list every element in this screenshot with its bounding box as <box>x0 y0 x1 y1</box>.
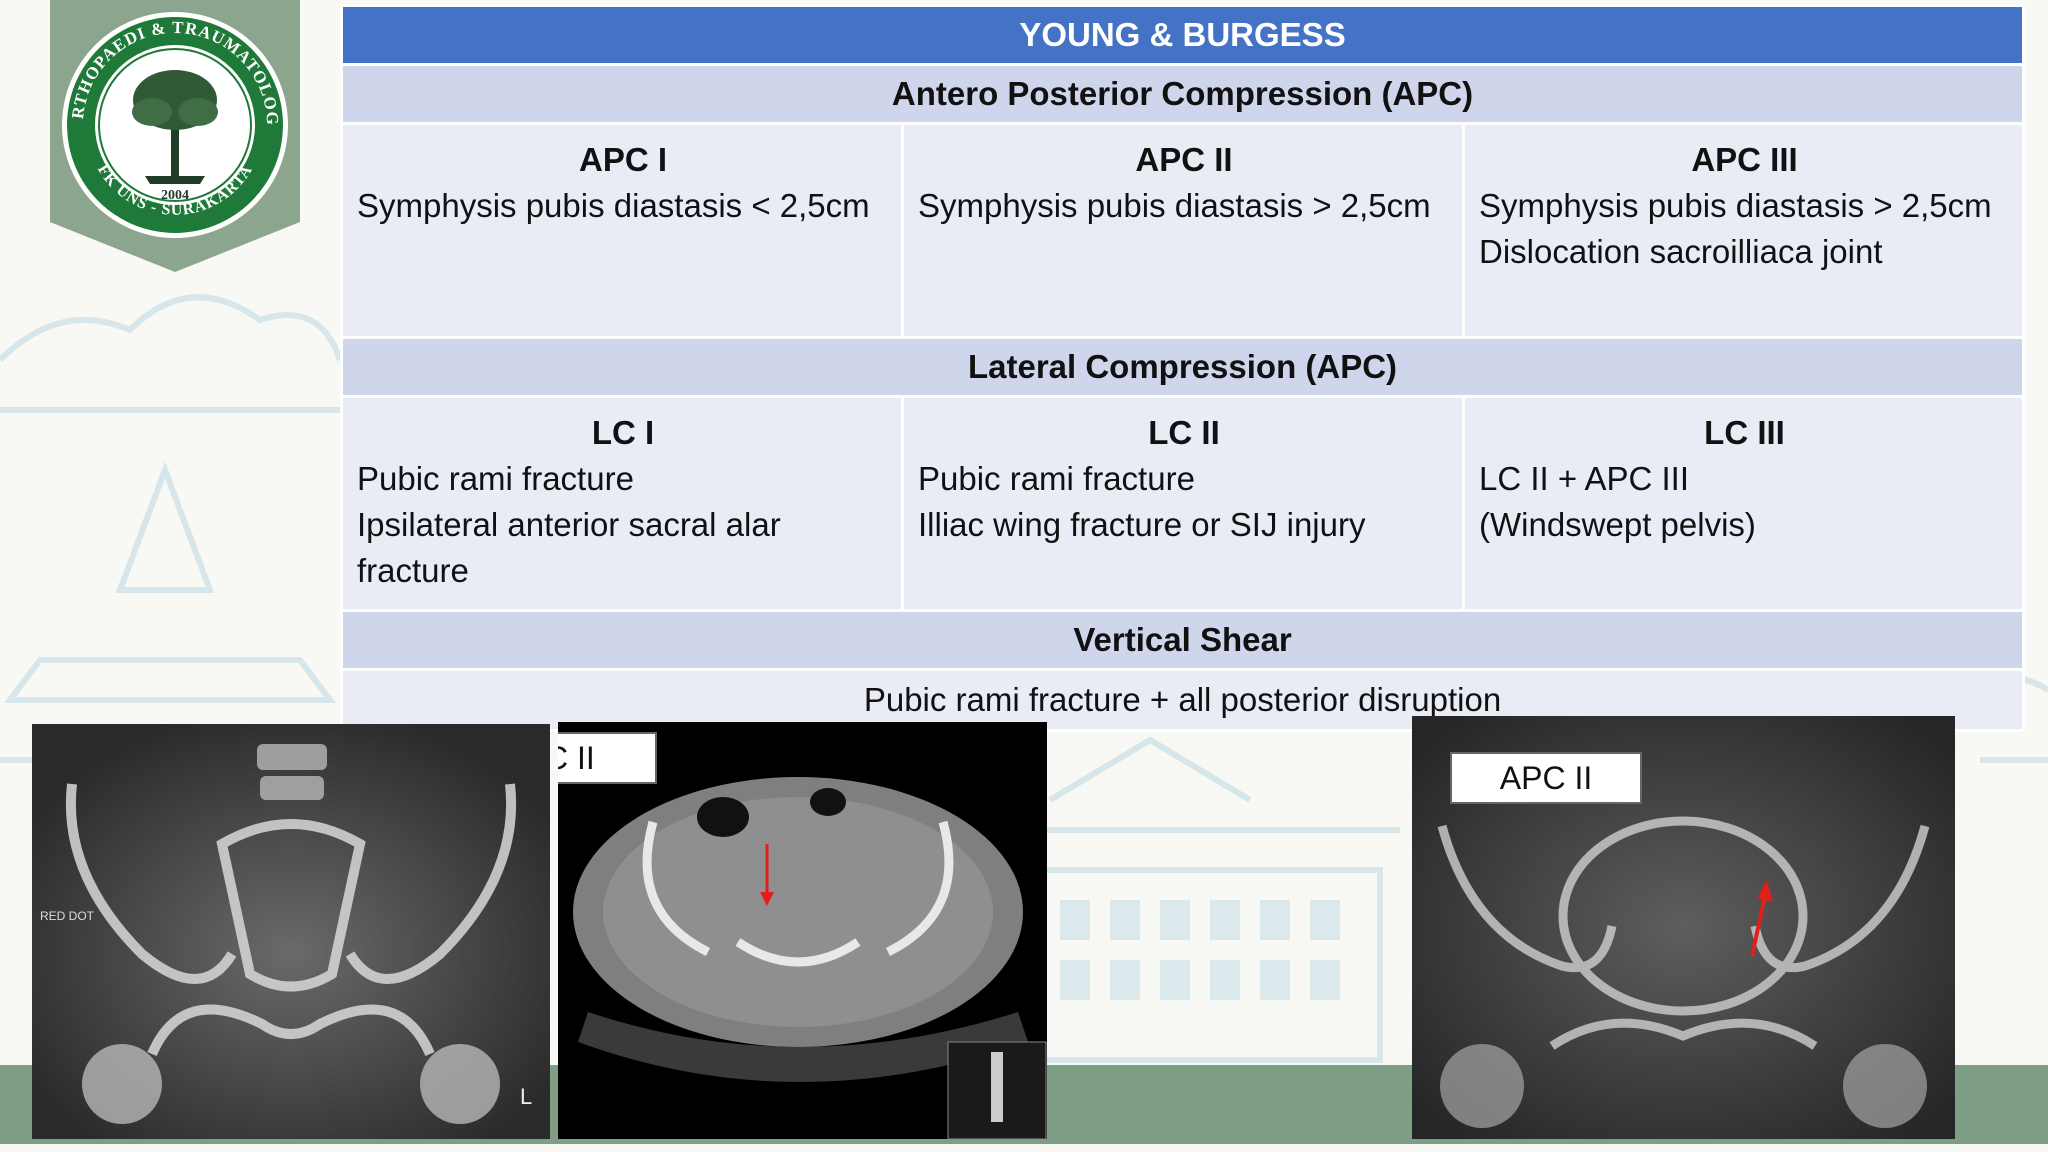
lc-3-name: LC III <box>1704 414 1785 451</box>
footer-strip <box>0 1144 2048 1152</box>
apc-1-line: Symphysis pubis diastasis < 2,5cm <box>357 187 870 224</box>
xray-corner-text: L <box>520 1084 532 1109</box>
apc-xray-label: APC II <box>1450 752 1642 804</box>
apc-1-cell: APC I Symphysis pubis diastasis < 2,5cm <box>340 122 904 339</box>
ct-scan-image: LC II <box>558 722 1047 1139</box>
lc-1-cell: LC I Pubic rami fracture Ipsilateral ant… <box>340 395 904 612</box>
institution-logo: ORTHOPAEDI & TRAUMATOLOGI FK UNS - SURAK… <box>50 0 300 272</box>
xray-pelvis-right: APC II <box>1412 716 1955 1139</box>
lc-2-name: LC II <box>1148 414 1220 451</box>
lc-3-cell: LC III LC II + APC III (Windswept pelvis… <box>1461 395 2026 612</box>
lc-2-line-1: Pubic rami fracture <box>918 460 1195 497</box>
lc-1-line-2: Ipsilateral anterior sacral alar <box>357 506 781 543</box>
lc-3-line-2: (Windswept pelvis) <box>1479 506 1756 543</box>
apc-2-name: APC II <box>1135 141 1233 178</box>
xray-marker-text: RED DOT <box>40 909 95 923</box>
lc-section-heading: Lateral Compression (APC) <box>339 336 2026 398</box>
apc-3-line-2: Dislocation sacroilliaca joint <box>1479 233 1883 270</box>
lc-3-line-1: LC II + APC III <box>1479 460 1690 497</box>
apc-section-heading: Antero Posterior Compression (APC) <box>339 63 2026 125</box>
lc-2-line-2: Illiac wing fracture or SIJ injury <box>918 506 1366 543</box>
apc-3-cell: APC III Symphysis pubis diastasis > 2,5c… <box>1461 122 2026 339</box>
tree-icon <box>132 70 218 184</box>
apc-3-line-1: Symphysis pubis diastasis > 2,5cm <box>1479 187 1992 224</box>
xray-pelvis-left: RED DOT L <box>32 724 550 1139</box>
ct-label: LC II <box>558 732 657 784</box>
apc-1-name: APC I <box>578 141 667 178</box>
lc-2-cell: LC II Pubic rami fracture Illiac wing fr… <box>901 395 1465 612</box>
table-title: YOUNG & BURGESS <box>339 4 2026 66</box>
lc-1-name: LC I <box>591 414 655 451</box>
logo-year: 2004 <box>161 188 189 203</box>
apc-2-line: Symphysis pubis diastasis > 2,5cm <box>918 187 1431 224</box>
apc-3-name: APC III <box>1691 141 1798 178</box>
young-burgess-table: YOUNG & BURGESS Antero Posterior Compres… <box>339 4 2026 732</box>
lc-1-line-1: Pubic rami fracture <box>357 460 634 497</box>
vs-section-heading: Vertical Shear <box>339 609 2026 671</box>
lc-1-line-3: fracture <box>357 552 469 589</box>
apc-2-cell: APC II Symphysis pubis diastasis > 2,5cm <box>901 122 1465 339</box>
